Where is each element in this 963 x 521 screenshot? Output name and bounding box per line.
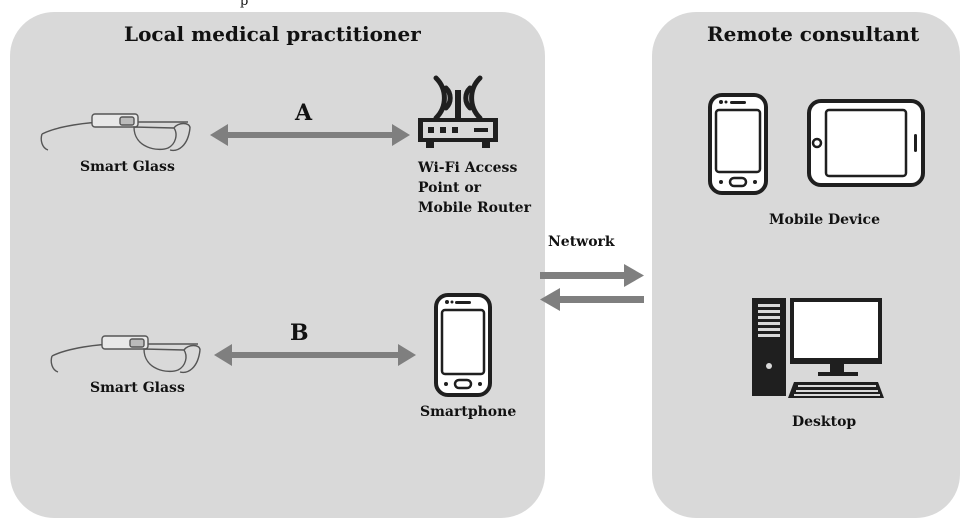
smart-glass-icon (40, 113, 191, 152)
smart-glass-b-label: Smart Glass (90, 380, 185, 396)
wifi-router-icon (418, 75, 498, 148)
router-label-line-1: Wi-Fi Access (418, 160, 518, 176)
local-panel-title: Local medical practitioner (124, 22, 421, 46)
smart-glass-icon (50, 335, 201, 374)
mobile-device-label: Mobile Device (769, 212, 880, 228)
router-label-line-2: Point or (418, 180, 482, 196)
network-arrows (540, 264, 644, 311)
router-label-line-3: Mobile Router (418, 200, 531, 216)
network-label: Network (548, 234, 615, 250)
remote-panel-title: Remote consultant (707, 22, 920, 46)
smartphone-icon (434, 293, 492, 397)
smartphone-icon (708, 93, 768, 195)
smart-glass-a-label: Smart Glass (80, 159, 175, 175)
smartphone-label: Smartphone (420, 404, 517, 420)
tablet-icon (807, 99, 925, 187)
link-a-label: A (295, 100, 313, 126)
remote-consultant-panel (652, 12, 960, 518)
caption-fragment: p (240, 0, 249, 9)
desktop-label: Desktop (792, 414, 857, 430)
link-a-arrow (210, 124, 410, 146)
link-b-label: B (290, 320, 309, 346)
desktop-computer-icon (752, 298, 884, 398)
link-b-arrow (214, 344, 416, 366)
